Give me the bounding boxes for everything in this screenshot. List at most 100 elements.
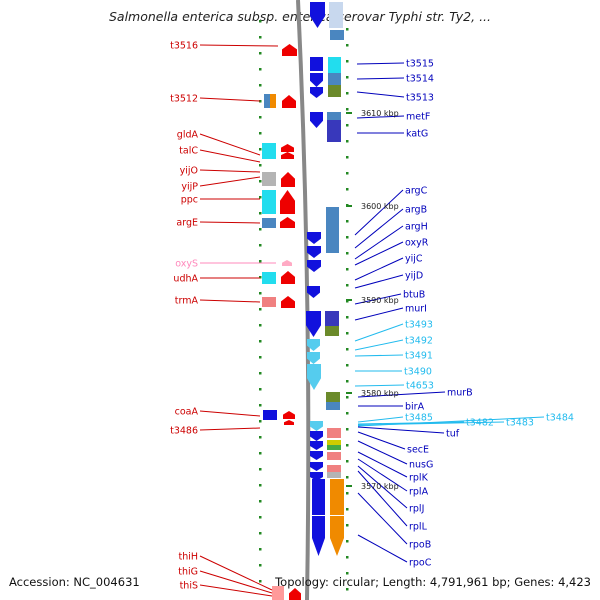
- forward-gene-arrow: [281, 296, 295, 308]
- forward-gene-arrow: [289, 588, 301, 600]
- gene-label-btub[interactable]: btuB: [403, 290, 425, 301]
- feature-block: [325, 326, 339, 336]
- feature-block: [325, 311, 339, 326]
- gene-label-t3492[interactable]: t3492: [405, 336, 433, 347]
- gene-label-t3515[interactable]: t3515: [406, 59, 434, 70]
- gene-label-argc[interactable]: argC: [405, 186, 428, 197]
- reverse-gene-arrow: [310, 441, 323, 450]
- connector-line: [357, 451, 408, 478]
- gene-label-sece[interactable]: secE: [407, 445, 429, 456]
- track-dot: [259, 276, 262, 279]
- gene-label-t3485[interactable]: t3485: [405, 413, 433, 424]
- gene-label-udha[interactable]: udhA: [173, 274, 198, 285]
- forward-gene-arrow: [282, 260, 292, 266]
- track-dot: [346, 492, 349, 495]
- connector-line: [199, 555, 273, 591]
- gene-label-murb[interactable]: murB: [447, 388, 473, 399]
- track-dot: [259, 20, 262, 23]
- track-dot: [259, 580, 262, 583]
- connector-line: [199, 44, 279, 47]
- gene-label-t3491[interactable]: t3491: [405, 351, 433, 362]
- track-dot: [259, 436, 262, 439]
- connector-line: [357, 440, 408, 465]
- accession-text: Accession: NC_004631: [9, 575, 140, 589]
- connector-line: [354, 384, 405, 387]
- connector-line: [357, 492, 408, 545]
- gene-label-t3486[interactable]: t3486: [170, 426, 198, 437]
- gene-label-thig[interactable]: thiG: [178, 567, 198, 578]
- feature-block: [326, 392, 340, 402]
- gene-label-rplj[interactable]: rplJ: [409, 504, 424, 515]
- gene-label-rplk[interactable]: rplK: [409, 473, 429, 484]
- connector-line: [354, 208, 404, 249]
- track-dot: [259, 532, 262, 535]
- gene-label-t3482[interactable]: t3482: [466, 418, 494, 429]
- feature-blocks: [262, 2, 344, 600]
- gene-label-rpoc[interactable]: rpoC: [409, 558, 432, 569]
- track-dot: [346, 540, 349, 543]
- track-dot: [259, 180, 262, 183]
- connector-line: [357, 534, 408, 563]
- gene-label-yijc[interactable]: yijC: [405, 254, 423, 265]
- feature-block: [262, 272, 276, 284]
- gene-label-yijd[interactable]: yijD: [405, 271, 423, 282]
- connector-line: [354, 354, 404, 357]
- gene-label-oxys[interactable]: oxyS: [175, 259, 198, 270]
- track-dot: [346, 524, 349, 527]
- gene-label-katg[interactable]: katG: [406, 129, 428, 140]
- gene-label-t3516[interactable]: t3516: [170, 41, 198, 52]
- track-dot: [346, 396, 349, 399]
- feature-block: [262, 172, 276, 186]
- gene-label-rpob[interactable]: rpoB: [409, 540, 431, 551]
- track-dot: [259, 420, 262, 423]
- gene-label-t3483[interactable]: t3483: [506, 418, 534, 429]
- track-dot: [346, 316, 349, 319]
- gene-labels: t3516 t3512 gldA talC yijO yijP ppc argE oxyS udh…: [170, 41, 574, 592]
- gene-label-t3490[interactable]: t3490: [404, 367, 432, 378]
- track-dot: [346, 108, 349, 111]
- gene-label-t4653[interactable]: t4653: [406, 381, 434, 392]
- gene-label-tuf[interactable]: tuf: [446, 429, 460, 440]
- gene-label-muri[interactable]: murI: [405, 304, 427, 315]
- track-dot: [259, 356, 262, 359]
- gene-label-thih[interactable]: thiH: [178, 552, 198, 563]
- reverse-gene-arrow: [307, 339, 320, 351]
- gene-label-talc[interactable]: talC: [179, 146, 198, 157]
- gene-label-t3484[interactable]: t3484: [546, 413, 574, 424]
- connector-line: [354, 274, 404, 289]
- genome-summary: Topology: circular; Length: 4,791,961 bp…: [275, 575, 591, 589]
- gene-label-arge[interactable]: argE: [176, 218, 198, 229]
- track-dot: [346, 364, 349, 367]
- gene-label-metf[interactable]: metF: [406, 112, 430, 123]
- reverse-gene-arrow: [307, 260, 321, 272]
- gene-label-rpla[interactable]: rplA: [409, 487, 429, 498]
- gene-label-yijp[interactable]: yijP: [181, 182, 198, 193]
- track-dot: [259, 228, 262, 231]
- gene-label-t3513[interactable]: t3513: [406, 93, 434, 104]
- track-dot: [346, 460, 349, 463]
- gene-label-nusg[interactable]: nusG: [409, 460, 433, 471]
- gene-label-t3493[interactable]: t3493: [405, 320, 433, 331]
- track-dot: [346, 140, 349, 143]
- track-dot: [346, 476, 349, 479]
- gene-label-bira[interactable]: birA: [405, 402, 425, 413]
- gene-label-glda[interactable]: gldA: [177, 130, 199, 141]
- gene-label-oxyr[interactable]: oxyR: [405, 238, 429, 249]
- gene-label-rpll[interactable]: rplL: [409, 522, 428, 533]
- track-dot: [259, 244, 262, 247]
- gene-label-ppc[interactable]: ppc: [181, 195, 198, 206]
- gene-label-coaa[interactable]: coaA: [175, 407, 199, 418]
- forward-gene-arrow: [282, 44, 297, 56]
- gene-label-t3514[interactable]: t3514: [406, 74, 434, 85]
- gene-label-this[interactable]: thiS: [180, 581, 198, 592]
- feature-block: [328, 73, 341, 85]
- track-dot: [259, 452, 262, 455]
- track-dot: [346, 588, 349, 591]
- gene-label-yijo[interactable]: yijO: [180, 166, 198, 177]
- gene-label-t3512[interactable]: t3512: [170, 94, 198, 105]
- gene-label-argb[interactable]: argB: [405, 205, 427, 216]
- forward-gene-arrow: [281, 152, 294, 159]
- gene-label-argh[interactable]: argH: [405, 222, 428, 233]
- gene-label-trma[interactable]: trmA: [175, 296, 199, 307]
